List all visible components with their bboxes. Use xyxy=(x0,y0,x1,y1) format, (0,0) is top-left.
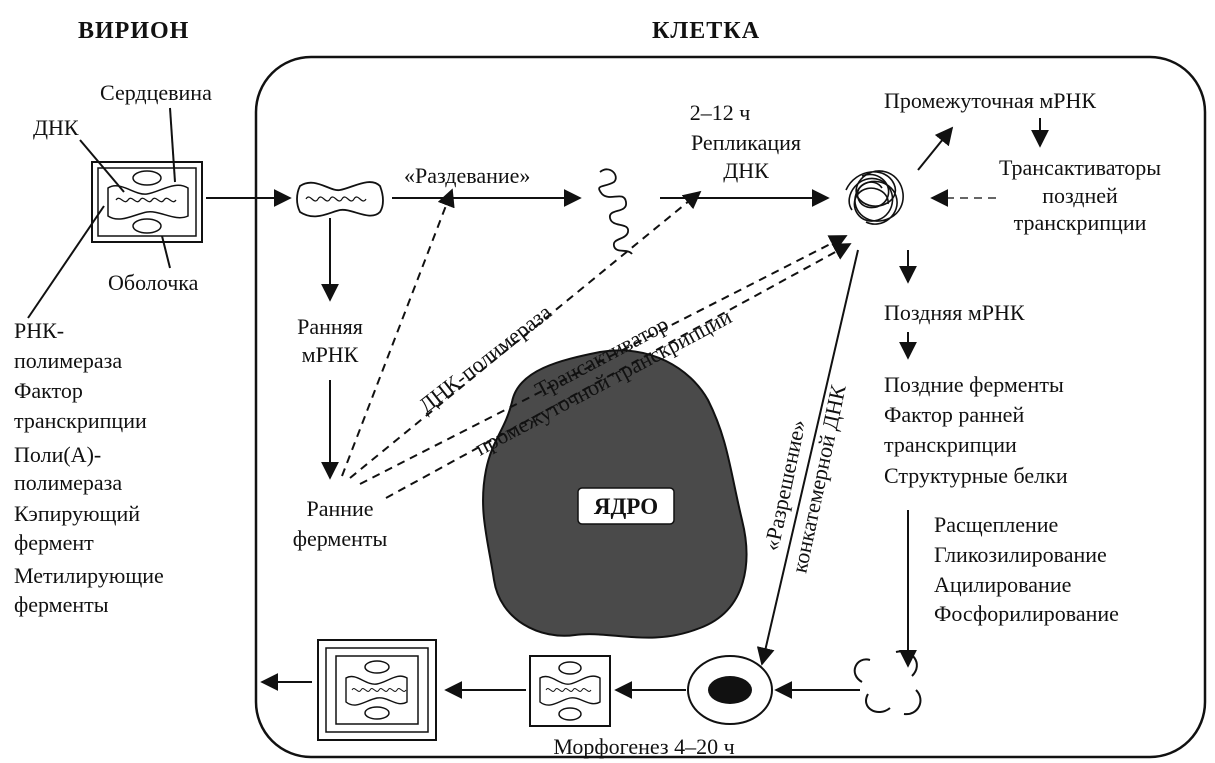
morphogenesis-label: Морфогенез 4–20 ч xyxy=(553,734,734,759)
processing-line: Расщепление xyxy=(934,512,1058,537)
nucleus-label: ЯДРО xyxy=(594,494,658,519)
core-pointer xyxy=(170,108,175,182)
replication-time: 2–12 ч xyxy=(690,100,751,125)
late-product-line: транскрипции xyxy=(884,432,1017,457)
virion-header: ВИРИОН xyxy=(78,18,189,44)
early-mrna-line: Ранняя xyxy=(297,314,363,339)
replicated-dna-tangle xyxy=(846,171,903,224)
intermediate-mrna-label: Промежуточная мРНК xyxy=(884,88,1096,113)
virion-enzyme-line: фермент xyxy=(14,530,94,555)
virion-enzyme-line: полимераза xyxy=(14,470,122,495)
dna-label: ДНК xyxy=(33,115,79,140)
late-transactivators-line: транскрипции xyxy=(1014,210,1147,235)
early-mrna-line: мРНК xyxy=(302,342,359,367)
virion-enzyme-line: Метилирующие xyxy=(14,563,164,588)
enveloped-virion xyxy=(318,640,436,740)
early-enzymes-line: ферменты xyxy=(293,526,388,551)
virion-enzyme-line: ферменты xyxy=(14,592,109,617)
late-product-line: Фактор ранней xyxy=(884,402,1024,427)
late-transactivators-line: поздней xyxy=(1042,183,1118,208)
processing-line: Фосфорилирование xyxy=(934,601,1119,626)
late-product-line: Поздние ферменты xyxy=(884,372,1064,397)
processing-line: Ацилирование xyxy=(934,572,1071,597)
crescent-membranes xyxy=(855,651,921,714)
replication-label-dna: ДНК xyxy=(723,158,769,183)
virion-enzyme-line: полимераза xyxy=(14,348,122,373)
intracellular-mature-virion xyxy=(530,656,610,726)
uncoated-dna xyxy=(599,169,632,254)
envelope-label: Оболочка xyxy=(108,270,199,295)
processing-line: Гликозилирование xyxy=(934,542,1107,567)
released-core xyxy=(297,182,383,216)
late-transactivators-line: Трансактиваторы xyxy=(999,155,1161,180)
uncoating-label: «Раздевание» xyxy=(404,163,530,188)
late-product-line: Структурные белки xyxy=(884,463,1068,488)
dna-pointer xyxy=(80,140,124,192)
cell-header: КЛЕТКА xyxy=(652,18,760,44)
virion-enzyme-line: Кэпирующий xyxy=(14,501,140,526)
virion-enzyme-line: РНК- xyxy=(14,318,64,343)
late-mrna-label: Поздняя мРНК xyxy=(884,300,1025,325)
replication-label: Репликация xyxy=(691,130,801,155)
to-intermediate-mrna-arrow xyxy=(918,128,952,170)
early-enzymes-line: Ранние xyxy=(306,496,373,521)
virion-enzyme-line: Поли(А)- xyxy=(14,442,101,467)
immature-virion xyxy=(688,656,772,724)
core-label: Сердцевина xyxy=(100,80,212,105)
virion-enzyme-line: Фактор xyxy=(14,378,83,403)
virion-enzyme-line: транскрипции xyxy=(14,408,147,433)
enzymes-pointer xyxy=(28,206,104,318)
envelope-pointer xyxy=(162,236,170,268)
